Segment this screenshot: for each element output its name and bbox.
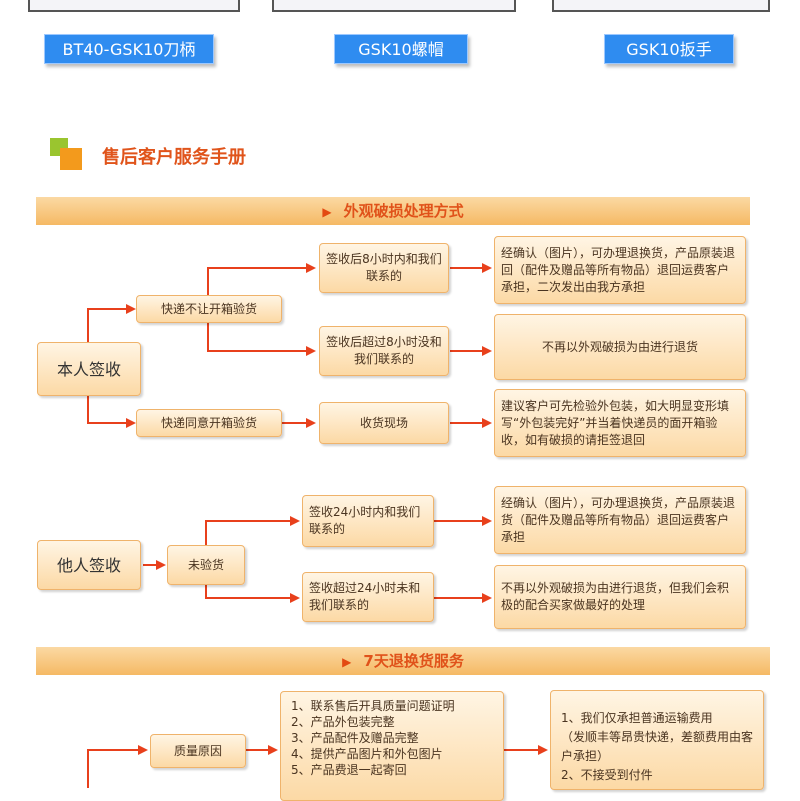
self-sign-box: 本人签收 [37,342,141,396]
within-8h-result-box: 经确认（图片），可办理退换货，产品原装退回（配件及赠品等所有物品）退回运费客户承… [494,236,746,304]
squares-icon-overlay [60,148,82,170]
section-bar-seven-day-return: ▶ 7天退换货服务 [36,647,770,675]
over-24h-result-box: 不再以外观破损为由进行退货，但我们会积极的配合买家做最好的处理 [494,565,746,629]
onsite-result-box: 建议客户可先检验外包装，如大明显变形填写“外包装完好”并当着快递员的面开箱验收，… [494,389,746,457]
product-thumbnail-nut[interactable] [272,0,516,12]
section-bar-appearance-damage: ▶ 外观破损处理方式 [36,197,750,225]
other-sign-box: 他人签收 [37,540,141,590]
product-label-holder[interactable]: BT40-GSK10刀柄 [44,34,214,64]
courier-no-open-box: 快递不让开箱验货 [136,295,282,323]
within-24h-box: 签收24小时内和我们联系的 [302,495,434,547]
condition-item: 3、产品配件及赠品完整 [291,731,419,745]
shipping-policy-box: 1、我们仅承担普通运输费用 （发顺丰等昂贵快递，差额费用由客户承担） 2、不接受… [550,690,764,790]
shipping-item: （发顺丰等昂贵快递，差额费用由客户承担） [561,730,754,763]
courier-open-box: 快递同意开箱验货 [136,409,282,437]
return-conditions-box: 1、联系售后开具质量问题证明 2、产品外包装完整 3、产品配件及赠品完整 4、提… [280,691,504,801]
unchecked-box: 未验货 [167,545,245,585]
quality-reason-box: 质量原因 [150,734,246,768]
over-24h-box: 签收超过24小时未和我们联系的 [302,572,434,622]
over-8h-result-box: 不再以外观破损为由进行退货 [494,314,746,380]
over-8h-box: 签收后超过8小时没和我们联系的 [319,326,449,376]
section-title: 7天退换货服务 [363,652,464,670]
condition-item: 5、产品费退一起寄回 [291,763,407,777]
condition-item: 1、联系售后开具质量问题证明 [291,699,455,713]
condition-item: 2、产品外包装完整 [291,715,395,729]
section-title: 外观破损处理方式 [343,202,464,220]
product-thumbnail-wrench[interactable] [552,0,770,12]
product-label-nut[interactable]: GSK10螺帽 [334,34,468,64]
product-label-wrench[interactable]: GSK10扳手 [604,34,734,64]
shipping-item: 1、我们仅承担普通运输费用 [561,711,713,725]
triangle-right-icon: ▶ [322,205,332,219]
onsite-box: 收货现场 [319,402,449,444]
condition-item: 4、提供产品图片和外包图片 [291,747,443,761]
within-24h-result-box: 经确认（图片），可办理退换货，产品原装退货（配件及赠品等所有物品）退回运费客户承… [494,486,746,554]
shipping-item: 2、不接受到付件 [561,768,653,782]
triangle-right-icon: ▶ [342,655,352,669]
handbook-title: 售后客户服务手册 [102,147,246,168]
within-8h-box: 签收后8小时内和我们联系的 [319,243,449,293]
product-thumbnail-holder[interactable] [28,0,240,12]
